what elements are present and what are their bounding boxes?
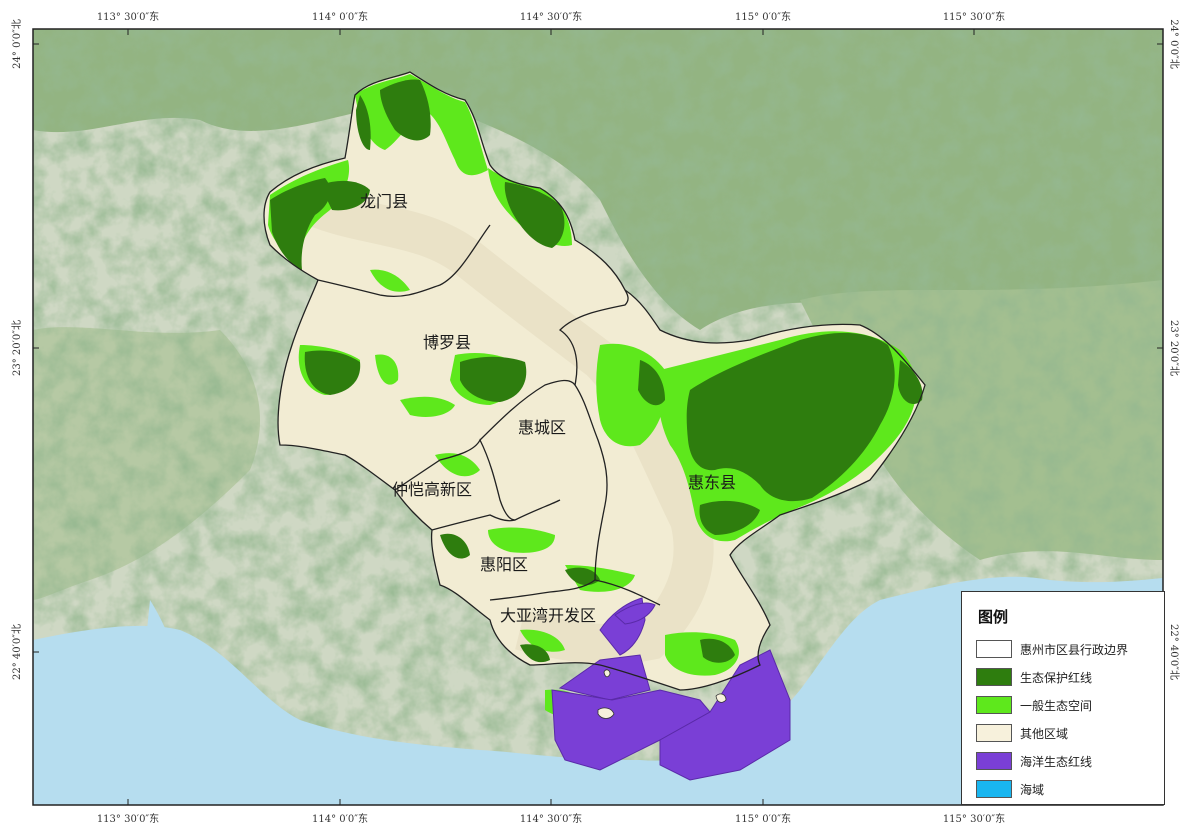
bottom-tick-label: 115° 30′0″东 xyxy=(943,812,1005,825)
legend-swatch-general-space xyxy=(976,696,1012,714)
label-huidong: 惠东县 xyxy=(688,473,736,492)
right-tick-label: 24° 0′0″北 xyxy=(1168,19,1180,69)
legend-item-sea: 海域 xyxy=(976,778,1044,800)
bottom-tick-label: 115° 0′0″东 xyxy=(735,812,791,825)
boluo-huicheng-boundary xyxy=(479,289,629,441)
top-tick-label: 114° 30′0″东 xyxy=(520,10,582,23)
legend-label: 其他区域 xyxy=(1020,726,1069,741)
legend-label: 海域 xyxy=(1020,782,1045,797)
legend-label: 生态保护红线 xyxy=(1020,670,1093,685)
dayawan-huidong-boundary xyxy=(594,579,661,606)
pearl-river-estuary xyxy=(138,600,184,805)
islands xyxy=(597,669,727,719)
longmen-boluo-boundary xyxy=(317,224,491,297)
legend-item-marine-red-line: 海洋生态红线 xyxy=(976,750,1092,772)
legend: 图例 惠州市区县行政边界 生态保护红线 一般生态空间 其他区域 海洋生态红线 海… xyxy=(961,591,1165,805)
sea xyxy=(33,576,1163,805)
legend-item-general-space: 一般生态空间 xyxy=(976,694,1092,716)
label-zhongkai: 仲恺高新区 xyxy=(392,480,472,499)
left-tick-label: 22° 40′0″北 xyxy=(11,624,23,680)
label-huiyang: 惠阳区 xyxy=(480,555,528,574)
bottom-tick-label: 114° 0′0″东 xyxy=(312,812,368,825)
legend-swatch-boundary xyxy=(976,640,1012,658)
legend-item-other-area: 其他区域 xyxy=(976,722,1068,744)
left-tick-label: 23° 20′0″北 xyxy=(11,320,23,376)
huicheng-huidong-boundary xyxy=(574,384,608,581)
legend-title: 图例 xyxy=(978,608,1009,626)
label-longmen: 龙门县 xyxy=(360,192,408,211)
label-dayawan: 大亚湾开发区 xyxy=(500,606,596,625)
legend-swatch-red-line xyxy=(976,668,1012,686)
map-border xyxy=(32,28,1164,806)
legend-swatch-marine-red-line xyxy=(976,752,1012,770)
top-tick-label: 115° 30′0″东 xyxy=(943,10,1005,23)
legend-label: 海洋生态红线 xyxy=(1020,754,1093,769)
label-huicheng: 惠城区 xyxy=(518,418,566,437)
legend-swatch-sea xyxy=(976,780,1012,798)
legend-label: 惠州市区县行政边界 xyxy=(1020,642,1129,657)
right-tick-label: 22° 40′0″北 xyxy=(1168,624,1180,680)
legend-item-red-line: 生态保护红线 xyxy=(976,666,1092,688)
top-tick-label: 113° 30′0″东 xyxy=(97,10,159,23)
legend-item-boundary: 惠州市区县行政边界 xyxy=(976,638,1128,660)
top-tick-label: 114° 0′0″东 xyxy=(312,10,368,23)
bottom-tick-label: 114° 30′0″东 xyxy=(520,812,582,825)
top-tick-label: 115° 0′0″东 xyxy=(735,10,791,23)
bottom-tick-label: 113° 30′0″东 xyxy=(97,812,159,825)
legend-label: 一般生态空间 xyxy=(1020,698,1093,713)
left-tick-label: 24° 0′0″北 xyxy=(11,19,23,69)
right-tick-label: 23° 20′0″北 xyxy=(1168,320,1180,376)
marine-red-line xyxy=(551,597,791,781)
zhongkai-huiyang-boundary xyxy=(431,499,561,531)
huicheng-zhongkai-boundary xyxy=(394,438,516,521)
huiyang-dayawan-boundary xyxy=(489,579,596,601)
label-boluo: 博罗县 xyxy=(423,333,471,352)
ecological-red-line xyxy=(270,79,923,663)
huizhou-outer-boundary xyxy=(263,71,926,691)
legend-swatch-other-area xyxy=(976,724,1012,742)
county-boundaries xyxy=(263,71,926,691)
